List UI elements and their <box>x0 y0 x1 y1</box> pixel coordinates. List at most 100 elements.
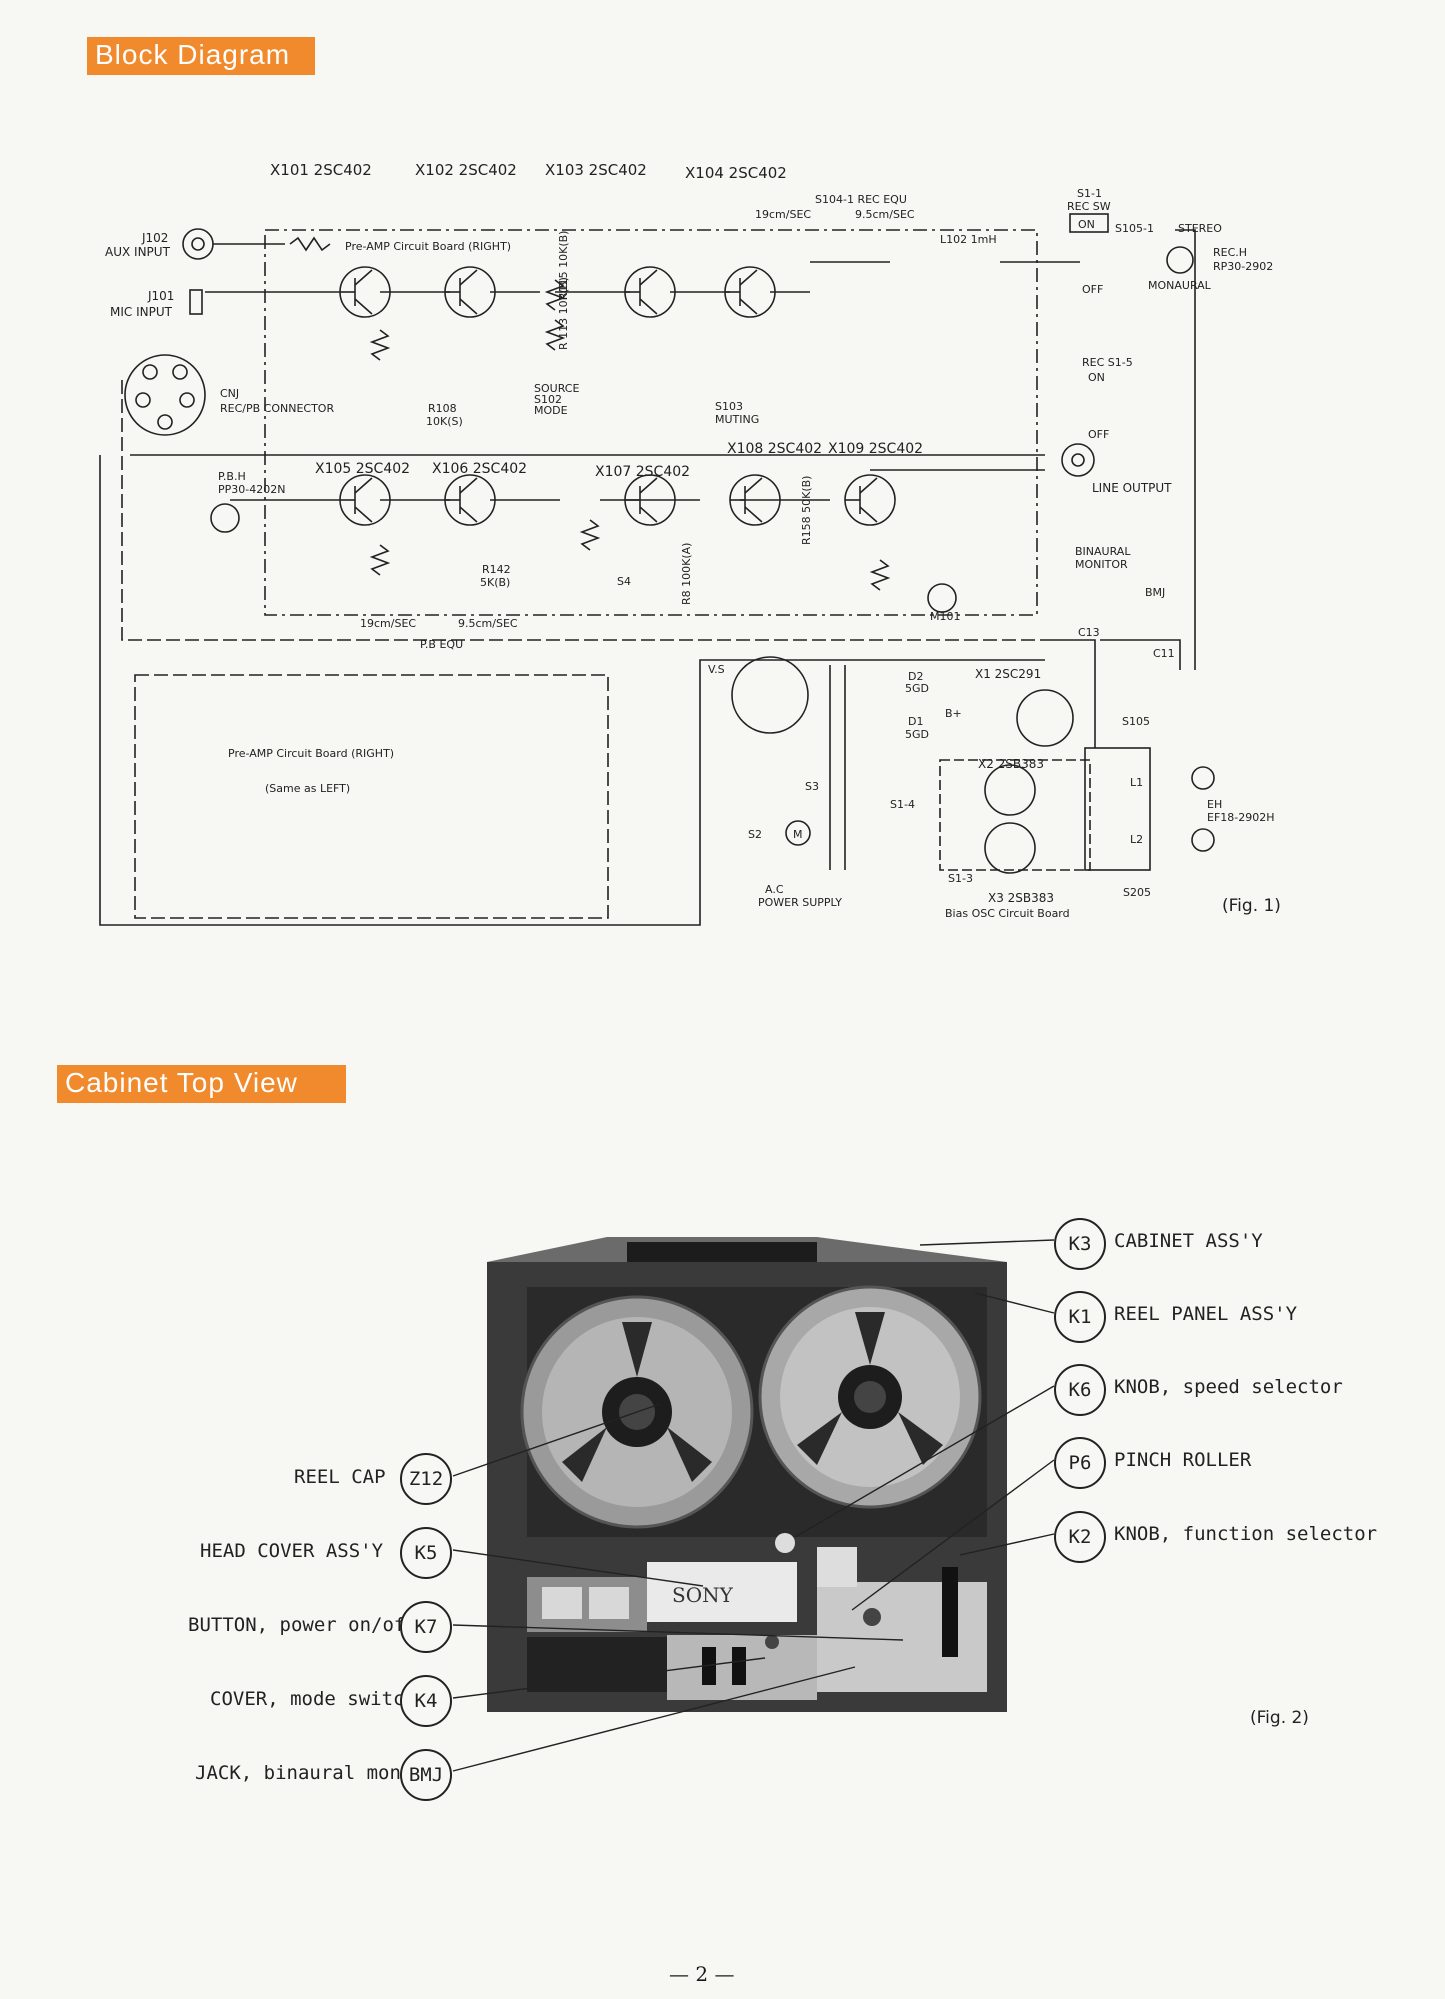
pb-equ-label: P.B EQU <box>420 638 463 651</box>
callout-text-pinch-roller: PINCH ROLLER <box>1114 1449 1252 1471</box>
rec-pb-connector-label: REC/PB CONNECTOR <box>220 402 334 415</box>
transistor-x1 <box>1016 689 1074 747</box>
x3-label: X3 2SB383 <box>988 891 1054 905</box>
callout-text-speed-selector: KNOB, speed selector <box>1114 1376 1343 1398</box>
transistor-x107 <box>624 474 676 526</box>
sony-logo: SONY <box>672 1583 734 1607</box>
transistor-x108 <box>729 474 781 526</box>
callout-code-k7: K7 <box>400 1601 452 1653</box>
pbh-label: P.B.H <box>218 470 246 483</box>
figure-1-label: (Fig. 1) <box>1222 896 1281 916</box>
erase-head-symbol-1 <box>1191 766 1215 790</box>
transistor-x102 <box>444 266 496 318</box>
erase-head-symbol-2 <box>1191 828 1215 852</box>
aux-input-label: AUX INPUT <box>105 245 171 259</box>
rec-sw-label: REC SW <box>1067 200 1111 213</box>
rec-head-part: RP30-2902 <box>1213 260 1273 273</box>
speed-95-pb-label: 9.5cm/SEC <box>458 617 518 630</box>
aux-ref: J102 <box>141 231 168 245</box>
preamp-board-label: Pre-AMP Circuit Board (RIGHT) <box>345 240 511 253</box>
callout-text-cabinet: CABINET ASS'Y <box>1114 1230 1263 1252</box>
callout-text-function-selector: KNOB, function selector <box>1114 1523 1378 1545</box>
on-label-2: ON <box>1088 371 1105 384</box>
callout-code-k2: K2 <box>1054 1511 1106 1563</box>
l2-label: L2 <box>1130 833 1143 846</box>
off-label-2: OFF <box>1088 428 1109 441</box>
d1-value: 5GD <box>905 728 929 741</box>
r158-label: R158 50K(B) <box>800 476 813 545</box>
bplus-label: B+ <box>945 707 962 720</box>
m101-label: M101 <box>930 610 961 623</box>
transistor-x2 <box>984 764 1036 816</box>
rec-pb-connector <box>124 354 206 436</box>
speed-95-label: 9.5cm/SEC <box>855 208 915 221</box>
block-diagram-title: Block Diagram <box>87 37 315 75</box>
callout-code-k6: K6 <box>1054 1364 1106 1416</box>
speed-19-pb-label: 19cm/SEC <box>360 617 416 630</box>
eh-label: EH <box>1207 798 1222 811</box>
transistor-label: X109 2SC402 <box>828 441 923 457</box>
aux-jack-center <box>191 237 205 251</box>
s1-1-label: S1-1 <box>1077 187 1102 200</box>
ac-label: A.C <box>765 883 784 896</box>
d1-label: D1 <box>908 715 923 728</box>
same-as-left-label: (Same as LEFT) <box>265 782 350 795</box>
motor-label: M <box>793 828 803 841</box>
line-output-jack <box>1061 443 1095 477</box>
s3-label: S3 <box>805 780 819 793</box>
power-supply-label: POWER SUPPLY <box>758 896 842 909</box>
pbh-part: PP30-4202N <box>218 483 285 496</box>
stereo-label: STEREO <box>1178 222 1222 235</box>
d2-label: D2 <box>908 670 923 683</box>
page-number: — 2 — <box>669 1962 735 1986</box>
s1-4-label: S1-4 <box>890 798 915 811</box>
callout-code-p6: P6 <box>1054 1437 1106 1489</box>
bmj-label: BMJ <box>1145 586 1165 599</box>
r108-label: R108 <box>428 402 457 415</box>
transistor-label: X107 2SC402 <box>595 464 690 480</box>
transistor-x3 <box>984 822 1036 874</box>
transistor-label: X106 2SC402 <box>432 461 527 477</box>
lower-preamp-board-outline <box>134 674 609 919</box>
speed-19-label: 19cm/SEC <box>755 208 811 221</box>
rec-head-label: REC.H <box>1213 246 1247 259</box>
muting-label: MUTING <box>715 413 759 426</box>
monitor-label: MONITOR <box>1075 558 1128 571</box>
cabinet-top-view-title: Cabinet Top View <box>57 1065 346 1103</box>
callout-code-k4: K4 <box>400 1675 452 1727</box>
r108-value: 10K(S) <box>426 415 463 428</box>
transistor-label: X105 2SC402 <box>315 461 410 477</box>
s2-label: S2 <box>748 828 762 841</box>
motor-m <box>785 820 811 846</box>
callout-code-k5: K5 <box>400 1527 452 1579</box>
callout-code-k3: K3 <box>1054 1218 1106 1270</box>
rec-head-symbol <box>1166 246 1194 274</box>
transistor-x103 <box>624 266 676 318</box>
callout-code-k1: K1 <box>1054 1291 1106 1343</box>
mic-input-label: MIC INPUT <box>110 305 173 319</box>
bias-osc-board-outline <box>939 759 1091 871</box>
figure-2-label: (Fig. 2) <box>1250 1708 1309 1728</box>
rec-s1-5-label: REC S1-5 <box>1082 356 1133 369</box>
mic-jack <box>189 289 203 315</box>
callout-text-reel-panel: REEL PANEL ASS'Y <box>1114 1303 1298 1325</box>
pb-head-symbol <box>210 503 240 533</box>
l1-label: L1 <box>1130 776 1143 789</box>
preamp-board-outline <box>264 229 1038 616</box>
vs-motor <box>731 656 809 734</box>
transistor-label: X108 2SC402 <box>727 441 822 457</box>
rec-sw-on-box <box>1069 213 1109 233</box>
r8-label: R8 100K(A) <box>680 543 693 605</box>
mode-label: MODE <box>534 404 568 417</box>
s105-1-label: S105-1 <box>1115 222 1154 235</box>
callout-text-reel-cap: REEL CAP <box>294 1466 386 1488</box>
meter-m101 <box>927 583 957 613</box>
callout-code-z12: Z12 <box>400 1453 452 1505</box>
s102-label: S102 <box>534 393 562 406</box>
transistor-x104 <box>724 266 776 318</box>
transistor-label: X101 2SC402 <box>270 161 372 179</box>
c11-label: C11 <box>1153 647 1175 660</box>
callout-code-bmj: BMJ <box>400 1749 452 1801</box>
bias-osc-label: Bias OSC Circuit Board <box>945 907 1070 920</box>
